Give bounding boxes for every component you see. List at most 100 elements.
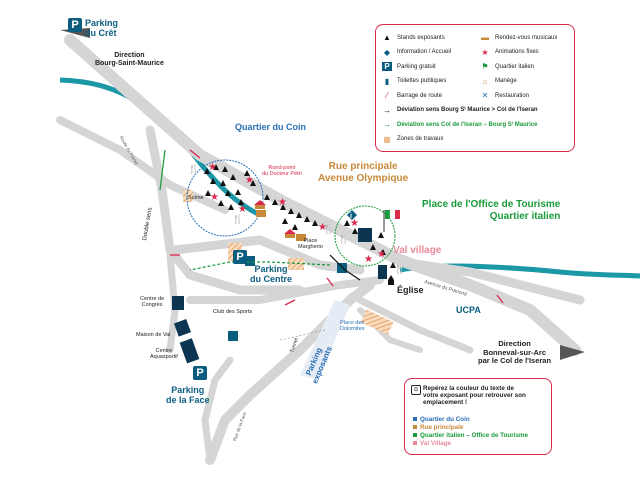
- stands-group: [204, 164, 396, 268]
- legend-item: ▬ Rendez-vous musicaux: [480, 33, 557, 42]
- label-scene: Scène: [188, 195, 204, 201]
- building-office: [358, 228, 372, 242]
- star-icon: ★: [364, 254, 373, 265]
- star-icon: ★: [350, 218, 359, 229]
- legend-item-label: Déviation sens Bourg Sᵗ Maurice > Col de…: [397, 107, 538, 113]
- restaurant-icon: 🍴: [338, 233, 349, 245]
- legend-item: ▲Stands exposants: [382, 33, 445, 42]
- restaurant-icon: 🍴: [232, 213, 243, 225]
- note-item: Val Village: [413, 440, 451, 447]
- stand-icon: ▲: [383, 33, 391, 42]
- label-maison-val: Maison de Val: [136, 332, 171, 338]
- color-swatch: [413, 425, 417, 429]
- works-zone: [183, 190, 193, 202]
- building-aquasportif: [179, 338, 200, 364]
- roadblock-icon: [189, 149, 201, 159]
- works-zone: [360, 309, 394, 335]
- legend-item-label: Toilettes publiques: [397, 78, 447, 84]
- legend-item: ▮ Toilettes publiques: [382, 76, 447, 86]
- star-icon: ★: [245, 175, 254, 186]
- toilets-icon: ▮: [384, 76, 390, 86]
- label-val-village: Val village: [393, 245, 442, 256]
- exhibitor-color-note: Repérez la couleur du texte de votre exp…: [404, 378, 552, 455]
- star-icon: ★: [208, 162, 217, 173]
- restaurant-icon: 🍴: [323, 223, 334, 235]
- parking-exposants-area: [300, 300, 350, 380]
- legend-item-label: Parking gratuit: [397, 63, 436, 70]
- legend-item: P Parking gratuit: [382, 62, 436, 71]
- label-parking-face: Parking de la Face: [166, 385, 210, 406]
- label-place-dolomites: Place des Dolomites: [340, 320, 365, 333]
- music-icon: [296, 234, 306, 241]
- label-direction-bourg: Direction Bourg-Saint-Maurice: [95, 52, 164, 68]
- road-centre-low: [186, 276, 384, 304]
- arrow-black-icon: →: [383, 105, 391, 115]
- parking-icon: P: [193, 366, 207, 380]
- legend-item: ⌂ Manège: [480, 77, 517, 86]
- label-rue-principale: Rue principale Avenue Olympique: [318, 161, 409, 184]
- star-icon: ★: [210, 192, 219, 203]
- label-ucpa: UCPA: [456, 305, 481, 315]
- carousel-icon: [284, 229, 296, 238]
- legend-item: ⁄Barrage de route: [382, 91, 442, 100]
- carousel-icon: [254, 200, 266, 209]
- svg-text:i: i: [350, 213, 352, 220]
- label-place-margherio: Place Margherio: [298, 238, 323, 251]
- label-quartier-coin: Quartier du Coin: [235, 122, 307, 132]
- toilets-icon: [228, 331, 238, 341]
- label-centre-aquasportif: Centre Aquasportif: [150, 348, 178, 361]
- note-item-label: Quartier du Coin: [420, 416, 470, 423]
- roadblock-icon: [326, 277, 334, 287]
- detour-green-arrow: [189, 261, 331, 271]
- building-congres: [172, 296, 184, 310]
- note-item-label: Quartier italien – Office de Tourisme: [420, 432, 529, 439]
- arrow-right-icon: [560, 345, 585, 360]
- parking-icon: P: [382, 62, 392, 71]
- legend-item: ⚑Quartier italien: [480, 62, 534, 71]
- church-icon: [388, 275, 394, 285]
- star-icon: ★: [377, 249, 386, 260]
- legend-item-label: Barrage de route: [397, 92, 443, 99]
- arrow-green-icon: →: [383, 120, 391, 129]
- color-swatch: [413, 417, 417, 421]
- parking-icon: P: [68, 18, 82, 32]
- label-centre-congres: Centre de Congrès: [140, 296, 165, 309]
- color-swatch: [413, 441, 417, 445]
- music-icon: ▬: [481, 33, 489, 42]
- info-icon: i: [347, 210, 357, 220]
- note-item: Rue principale: [413, 424, 463, 431]
- label-parking-cret: Parking du Crêt: [85, 18, 119, 39]
- star-icon: ★: [481, 47, 489, 57]
- roadblock-icon: [496, 294, 504, 304]
- legend-item-label: Rendez-vous musicaux: [495, 34, 558, 41]
- building-eglise: [378, 265, 387, 279]
- toilets-icon: [245, 256, 255, 266]
- italy-flag-icon: [383, 209, 400, 232]
- star-icon: ★: [238, 204, 247, 215]
- works-zone: [288, 258, 304, 270]
- road-face-left: [201, 356, 234, 464]
- road-double-sens: [145, 125, 305, 295]
- road-rue-principale: [56, 116, 229, 214]
- note-icon: ⊙: [411, 385, 421, 395]
- road-face: [205, 280, 375, 465]
- roadblock-icon: [284, 299, 296, 306]
- legend-item-label: Restauration: [495, 92, 530, 99]
- label-rond-point: Rond-point du Docteur Pétri: [262, 165, 302, 178]
- legend-item: →Déviation sens Col de l'Iseran – Bourg …: [382, 120, 537, 129]
- legend-item: ▦Zones de travaux: [382, 135, 443, 144]
- restaurant-icon: 🍴: [188, 163, 199, 175]
- label-place-office: Place de l'Office de Tourisme Quartier i…: [422, 199, 561, 222]
- note-item: Quartier italien – Office de Tourisme: [413, 432, 528, 439]
- note-text: Repérez la couleur du texte de votre exp…: [423, 385, 526, 406]
- color-swatch: [413, 433, 417, 437]
- legend-item-label: Zones de travaux: [397, 136, 444, 142]
- zone-office: [334, 205, 396, 267]
- legend-item-label: Manège: [495, 78, 517, 84]
- carousel-icon: ⌂: [482, 76, 488, 86]
- italy-flag-icon: ⚑: [481, 62, 489, 71]
- parking-icon: P: [233, 250, 247, 264]
- building-maison-val: [173, 319, 191, 337]
